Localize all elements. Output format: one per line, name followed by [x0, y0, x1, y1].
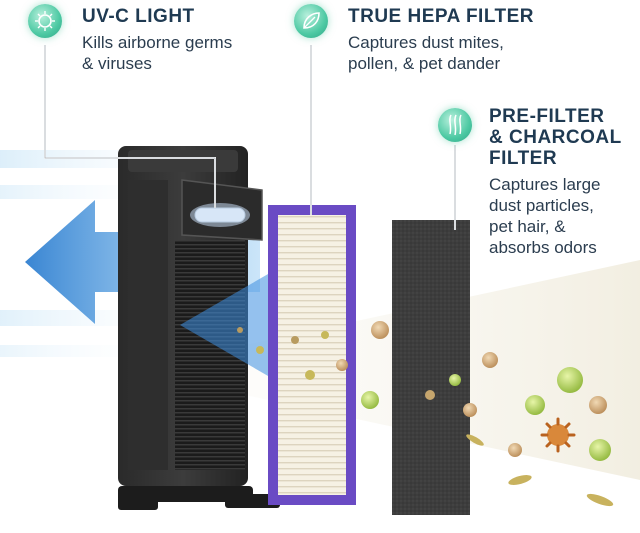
- prefilter-title: PRE-FILTER & CHARCOAL FILTER: [489, 106, 622, 169]
- airflow-glow: [180, 270, 275, 380]
- prefilter-desc-line: dust particles,: [489, 196, 594, 215]
- charcoal-filter: [392, 220, 470, 515]
- uv-c-title: UV-C LIGHT: [82, 6, 195, 27]
- particles: [237, 321, 614, 507]
- hepa-description: Captures dust mites, pollen, & pet dande…: [348, 32, 534, 74]
- uv-c-desc-line: Kills airborne germs: [82, 33, 233, 52]
- hepa-desc-line: Captures dust mites,: [348, 33, 504, 52]
- prefilter-desc-line: Captures large: [489, 175, 601, 194]
- germ-icon: [28, 4, 62, 38]
- prefilter-description: Captures large dust particles, pet hair,…: [489, 174, 622, 258]
- hepa-filter: [268, 205, 356, 505]
- hepa-callout: TRUE HEPA FILTER Captures dust mites, po…: [348, 6, 534, 74]
- prefilter-title-line: FILTER: [489, 148, 558, 169]
- prefilter-desc-line: absorbs odors: [489, 238, 597, 257]
- prefilter-title-line: & CHARCOAL: [489, 127, 622, 148]
- hepa-desc-line: pollen, & pet dander: [348, 54, 501, 73]
- prefilter-callout: PRE-FILTER & CHARCOAL FILTER Captures la…: [489, 106, 622, 258]
- callout-connectors: [44, 45, 456, 230]
- uv-c-desc-line: & viruses: [82, 54, 152, 73]
- hair-icon: [438, 108, 472, 142]
- hepa-title: TRUE HEPA FILTER: [348, 6, 535, 27]
- prefilter-title-line: PRE-FILTER: [489, 106, 605, 127]
- uv-c-callout: UV-C LIGHT Kills airborne germs & viruse…: [82, 6, 232, 74]
- air-purifier-unit: [118, 146, 280, 510]
- prefilter-desc-line: pet hair, &: [489, 217, 566, 236]
- uv-c-bulb: [190, 203, 250, 227]
- leaf-icon: [294, 4, 328, 38]
- uv-c-description: Kills airborne germs & viruses: [82, 32, 232, 74]
